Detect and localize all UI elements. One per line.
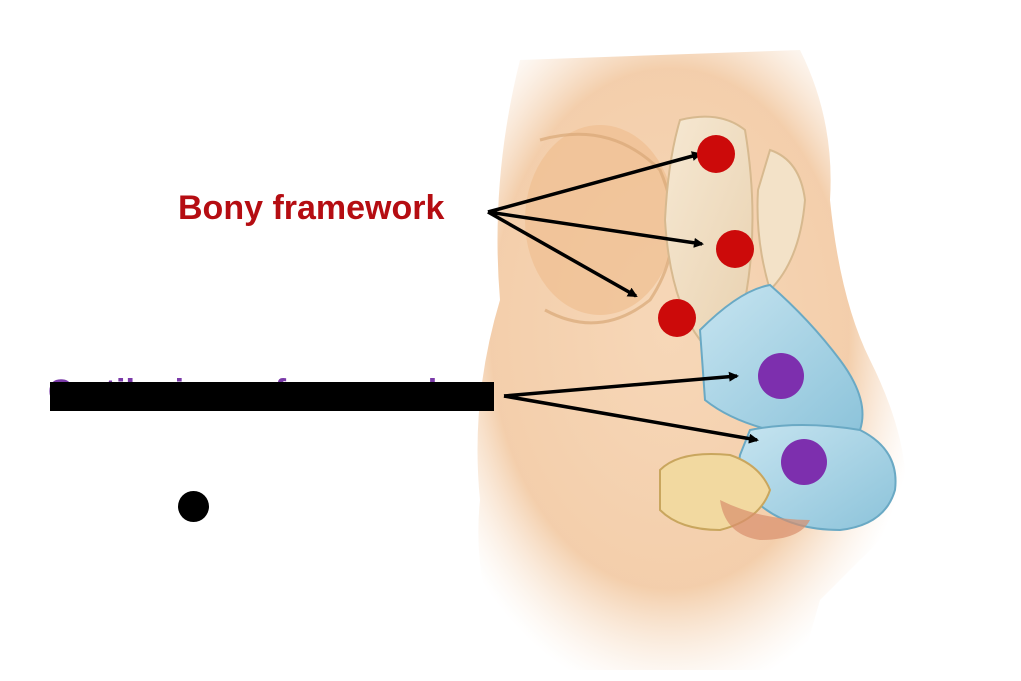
cartilage-marker-1 (758, 353, 804, 399)
arrow-bony-2 (487, 210, 704, 248)
bony-marker-2 (716, 230, 754, 268)
arrow-cart-2 (503, 394, 759, 444)
bullet-point (178, 491, 209, 522)
bony-marker-1 (697, 135, 735, 173)
bony-marker-3 (658, 299, 696, 337)
redaction-bar (50, 382, 494, 411)
frontal-process (756, 148, 807, 292)
arrow-bony-3 (487, 210, 638, 298)
arrow-cart-1 (503, 371, 739, 398)
arrow-bony-1 (487, 151, 702, 214)
nostril (720, 500, 810, 540)
cartilage-marker-2 (781, 439, 827, 485)
bony-framework-label: Bony framework (178, 189, 445, 227)
